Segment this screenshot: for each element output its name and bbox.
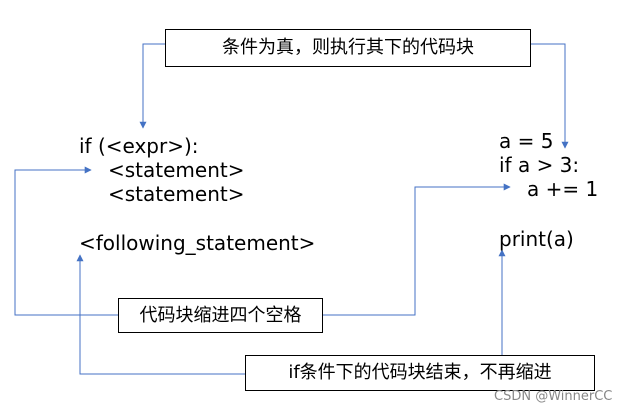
arrow-indent-to-statement: [14, 166, 118, 316]
code-line-following-statement: <following_statement>: [79, 231, 316, 255]
code-line-a-assign: a = 5: [499, 129, 554, 153]
code-line-if-a: if a > 3:: [499, 153, 580, 177]
code-line-print: print(a): [499, 227, 574, 251]
arrow-top-to-a-assign: [531, 43, 569, 149]
code-line-statement-2: <statement>: [108, 182, 245, 206]
watermark: CSDN @WinnerCC: [494, 389, 613, 404]
arrow-end-to-following: [76, 254, 245, 375]
callout-block-end-text: if条件下的代码块结束，不再缩进: [288, 362, 552, 383]
arrow-top-to-if-body: [139, 43, 165, 129]
code-line-if: if (<expr>):: [79, 134, 199, 158]
callout-indent: 代码块缩进四个空格: [118, 298, 323, 333]
callout-block-end: if条件下的代码块结束，不再缩进: [245, 355, 595, 391]
code-line-a-plus: a += 1: [527, 177, 599, 201]
code-line-statement-1: <statement>: [108, 158, 245, 182]
callout-indent-text: 代码块缩进四个空格: [139, 304, 302, 326]
callout-true-branch-text: 条件为真，则执行其下的代码块: [222, 37, 474, 58]
arrow-indent-to-a-plus: [323, 183, 511, 316]
callout-true-branch: 条件为真，则执行其下的代码块: [165, 29, 531, 67]
